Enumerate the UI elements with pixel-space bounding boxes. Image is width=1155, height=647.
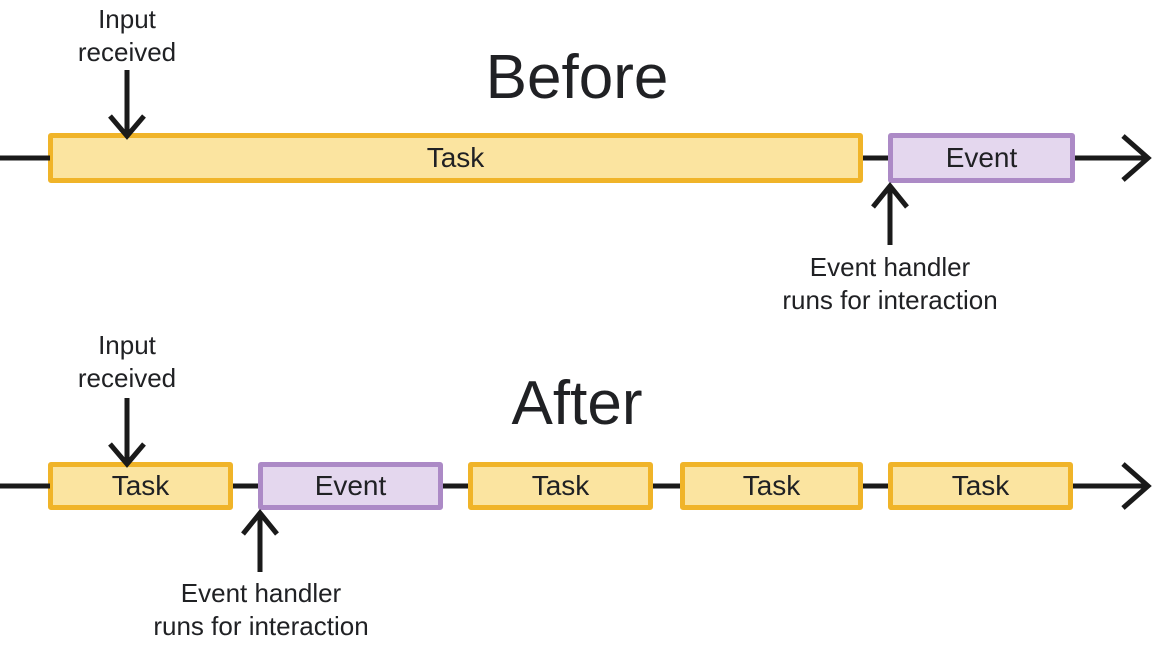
event-handler-line2: runs for interaction	[153, 611, 369, 641]
event-handler-line1: Event handler	[180, 578, 342, 608]
task-box: Task	[48, 462, 233, 510]
after-input-down-arrowhead-icon	[108, 442, 146, 468]
task-box: Task	[888, 462, 1073, 510]
input-received-label-after: Input received	[27, 329, 227, 395]
before-handler-up-arrowhead-icon	[871, 182, 909, 209]
input-received-label-before: Input received	[27, 3, 227, 69]
event-label: Event	[314, 470, 387, 501]
task-box: Task	[468, 462, 653, 510]
event-handler-label-after: Event handler runs for interaction	[111, 577, 411, 643]
event-handler-label-before: Event handler runs for interaction	[740, 251, 1040, 317]
before-timeline-arrowhead-icon	[1121, 134, 1152, 182]
task-label: Task	[111, 470, 170, 501]
event-label: Event	[945, 142, 1018, 173]
after-title: After	[511, 369, 643, 438]
task-label: Task	[951, 470, 1010, 501]
input-received-line1: Input	[98, 330, 156, 360]
input-received-line2: received	[77, 363, 177, 393]
input-received-line1: Input	[98, 4, 156, 34]
input-received-line2: received	[77, 37, 177, 67]
task-box: Task	[680, 462, 863, 510]
event-handler-line1: Event handler	[809, 252, 971, 282]
task-label: Task	[742, 470, 801, 501]
after-handler-up-arrowhead-icon	[241, 509, 279, 536]
task-label: Task	[426, 142, 485, 173]
task-label: Task	[531, 470, 590, 501]
after-timeline-arrowhead-icon	[1121, 462, 1152, 510]
event-box: Event	[888, 133, 1075, 183]
task-box: Task	[48, 133, 863, 183]
event-box: Event	[258, 462, 443, 510]
event-handler-line2: runs for interaction	[782, 285, 998, 315]
before-title: Before	[485, 43, 669, 112]
